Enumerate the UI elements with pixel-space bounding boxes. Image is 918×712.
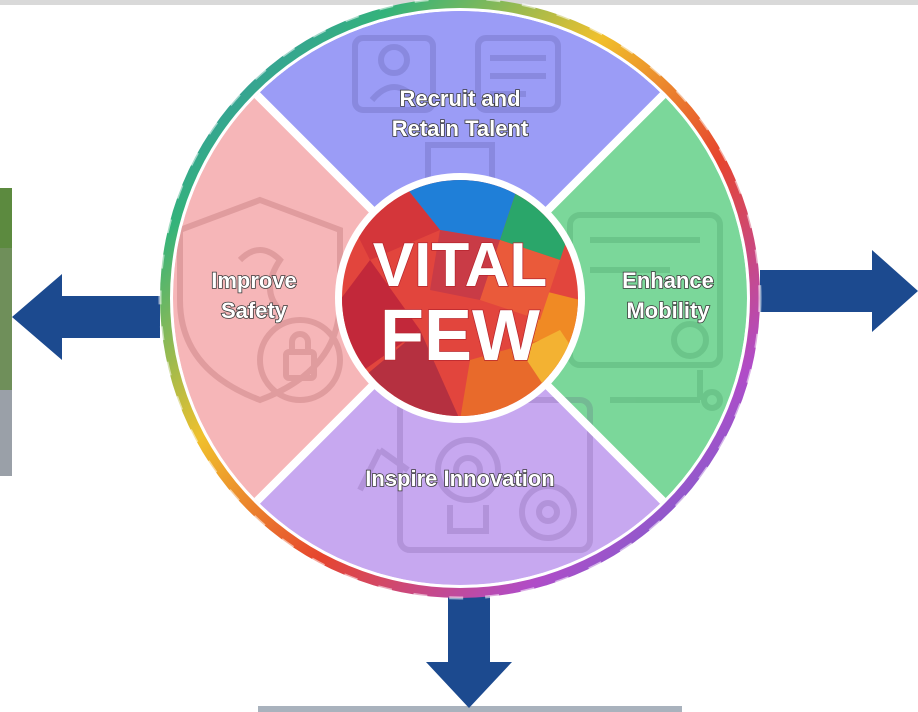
segment-bottom-label: Inspire Innovation	[365, 466, 554, 491]
center-title-line1: VITAL	[373, 231, 548, 300]
segment-left-label-line2: Safety	[221, 298, 288, 323]
mobility-icon	[567, 212, 723, 411]
segment-bottom	[257, 298, 663, 585]
down-arrow	[426, 575, 512, 708]
segment-top-label-line1: Recruit and	[399, 86, 520, 111]
bottom-photo-fragment	[258, 706, 682, 712]
segment-right-label-line1: Enhance	[622, 268, 714, 293]
segment-left	[173, 95, 460, 501]
center-title-line2: FEW	[380, 296, 540, 376]
segment-top-label-line2: Retain Talent	[392, 116, 529, 141]
segment-right-label-line2: Mobility	[626, 298, 710, 323]
left-arrow	[12, 274, 160, 360]
segment-right	[460, 95, 747, 501]
left-photo-fragment	[0, 188, 12, 476]
safety-shield-lock-icon	[177, 196, 343, 404]
right-arrow	[760, 250, 918, 332]
segment-left-label-line1: Improve	[211, 268, 297, 293]
